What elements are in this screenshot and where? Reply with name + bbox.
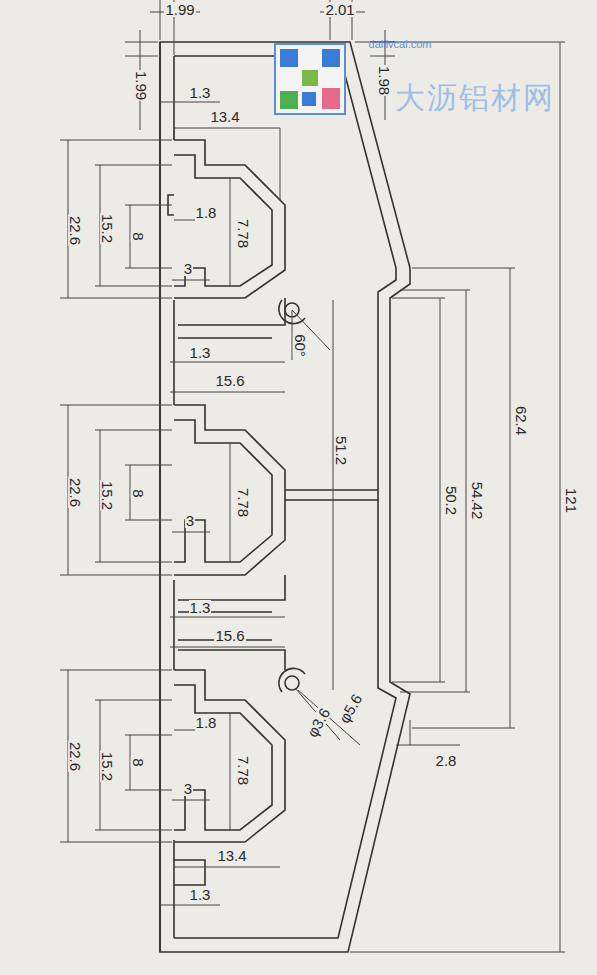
dimension-label: 1.3 bbox=[189, 345, 212, 360]
dimension-label: 51.2 bbox=[334, 434, 349, 465]
dimension-label: 13.4 bbox=[216, 848, 247, 863]
dimension-label: 50.2 bbox=[444, 484, 459, 515]
dimension-label: 8 bbox=[131, 757, 146, 767]
dimension-label: 62.4 bbox=[514, 404, 529, 435]
dimension-label: 3 bbox=[183, 781, 193, 796]
dimension-label: 1.99 bbox=[134, 69, 149, 100]
dimension-label: 1.98 bbox=[377, 64, 392, 95]
dimension-label: 15.2 bbox=[100, 212, 115, 243]
dimension-label: 54.42 bbox=[470, 480, 485, 520]
dimension-label: 1.3 bbox=[189, 887, 212, 902]
dimension-label: 15.2 bbox=[100, 750, 115, 781]
dimension-label: 1.3 bbox=[189, 85, 212, 100]
dimension-label: 22.6 bbox=[68, 214, 83, 245]
watermark: dalilvcai.com bbox=[368, 39, 433, 50]
dimension-label: 7.78 bbox=[236, 217, 251, 248]
dimension-label: 121 bbox=[565, 486, 580, 513]
dimension-label: 13.4 bbox=[209, 109, 240, 124]
dimension-label: 2.01 bbox=[324, 2, 355, 17]
dimension-label: 2.8 bbox=[435, 753, 458, 768]
dimension-label: 15.6 bbox=[214, 628, 245, 643]
dimension-label: 15.2 bbox=[100, 479, 115, 510]
dimension-label: 7.78 bbox=[236, 754, 251, 785]
dimension-label: 22.6 bbox=[68, 476, 83, 507]
dimension-label: 3 bbox=[185, 513, 195, 528]
dimension-label: 60° bbox=[293, 333, 308, 358]
dimension-label: 8 bbox=[131, 488, 146, 498]
dimension-label: 1.3 bbox=[189, 600, 212, 615]
dimension-label: φ5.6 bbox=[335, 690, 364, 726]
watermark: 大沥铝材网 bbox=[394, 83, 556, 113]
dimension-label: 1.8 bbox=[195, 715, 218, 730]
dimension-label: 15.6 bbox=[214, 373, 245, 388]
dimension-label: φ3.6 bbox=[303, 704, 332, 740]
dimension-label: 8 bbox=[131, 231, 146, 241]
dimension-label: 1.8 bbox=[195, 205, 218, 220]
dimension-label: 22.6 bbox=[68, 740, 83, 771]
dimension-label: 7.78 bbox=[236, 486, 251, 517]
dimension-label: 3 bbox=[183, 261, 193, 276]
dimension-label: 1.99 bbox=[164, 2, 195, 17]
